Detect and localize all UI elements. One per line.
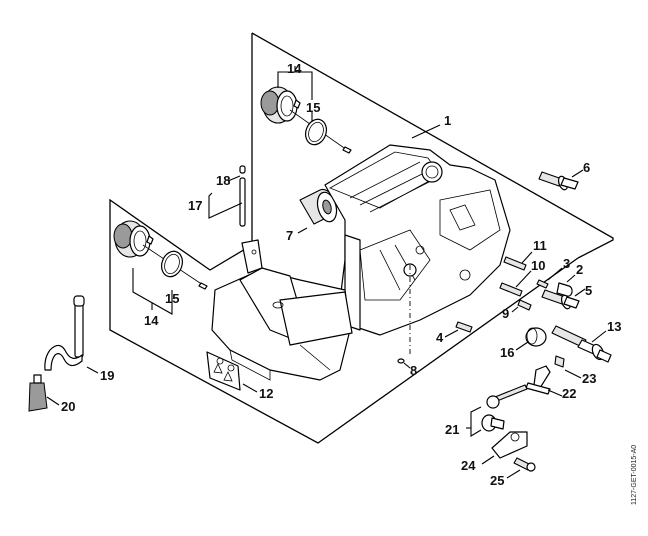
- callout-22[interactable]: 22: [562, 386, 576, 401]
- callout-19[interactable]: 19: [100, 368, 114, 383]
- callout-21[interactable]: 21: [445, 422, 459, 437]
- leader-16: [515, 341, 529, 351]
- leader-3: [547, 267, 563, 281]
- leader-6: [571, 169, 584, 178]
- dowel-pin[interactable]: [239, 165, 246, 227]
- clip-23[interactable]: [554, 355, 565, 368]
- tensioner-slide-22[interactable]: [525, 365, 551, 395]
- callout-10[interactable]: 10: [531, 258, 545, 273]
- callout-24[interactable]: 24: [461, 458, 476, 473]
- stud-11[interactable]: [503, 256, 527, 271]
- callout-1[interactable]: 1: [444, 113, 451, 128]
- callout-18[interactable]: 18: [216, 173, 230, 188]
- bearing-seal-upper[interactable]: [260, 86, 352, 154]
- collar-stud-5[interactable]: [541, 289, 580, 310]
- leader-8: [403, 362, 411, 369]
- leader-23: [564, 369, 582, 379]
- o-ring[interactable]: [397, 358, 405, 364]
- callout-3[interactable]: 3: [563, 256, 570, 271]
- drawing-code: 1127-GET-0015-A0: [631, 445, 638, 505]
- leader-1: [411, 124, 441, 139]
- leader-19: [86, 366, 99, 374]
- warning-label[interactable]: [206, 351, 241, 391]
- callout-5[interactable]: 5: [585, 283, 592, 298]
- callout-23[interactable]: 23: [582, 371, 596, 386]
- leader-24: [481, 455, 495, 465]
- group-outline-upper: [251, 32, 614, 259]
- crankcase[interactable]: [324, 144, 511, 336]
- callout-8[interactable]: 8: [410, 363, 417, 378]
- callout-6[interactable]: 6: [583, 160, 590, 175]
- leader-17: [208, 192, 243, 219]
- bearing-seal-lower[interactable]: [113, 220, 208, 290]
- leader-12: [242, 383, 258, 393]
- leader-11: [521, 251, 533, 264]
- callout-25[interactable]: 25: [490, 473, 504, 488]
- callout-14-lower[interactable]: 14: [144, 313, 159, 328]
- leader-25: [506, 469, 521, 479]
- callout-11[interactable]: 11: [533, 238, 547, 253]
- seal-ring-lower[interactable]: [158, 248, 186, 279]
- callout-16[interactable]: 16: [500, 345, 514, 360]
- seal-ring-upper[interactable]: [302, 116, 330, 147]
- fuel-filter-20[interactable]: [28, 374, 48, 412]
- leader-7: [297, 227, 308, 234]
- callout-7[interactable]: 7: [286, 228, 293, 243]
- pin-3[interactable]: [536, 279, 549, 289]
- callout-12[interactable]: 12: [259, 386, 273, 401]
- callout-2[interactable]: 2: [576, 262, 583, 277]
- callout-4[interactable]: 4: [436, 330, 444, 345]
- chain-tensioner-21[interactable]: [481, 384, 528, 432]
- tank-housing[interactable]: [211, 239, 353, 381]
- plug-16[interactable]: [525, 327, 547, 347]
- callout-15-upper[interactable]: 15: [306, 100, 320, 115]
- callout-14-upper[interactable]: 14: [287, 61, 302, 76]
- collar-stud-13[interactable]: [551, 325, 612, 363]
- callout-13[interactable]: 13: [607, 319, 621, 334]
- leader-9: [511, 306, 519, 313]
- leader-22: [547, 389, 563, 397]
- stud-4[interactable]: [455, 321, 473, 333]
- stud-9[interactable]: [517, 299, 532, 311]
- cap-2[interactable]: [556, 282, 573, 297]
- leader-2: [566, 274, 576, 283]
- collar-stud-6[interactable]: [538, 171, 579, 191]
- leader-20: [46, 396, 60, 406]
- callout-17[interactable]: 17: [188, 198, 202, 213]
- leader-5: [574, 288, 586, 297]
- callout-9[interactable]: 9: [502, 306, 509, 321]
- callout-20[interactable]: 20: [61, 399, 75, 414]
- chain-catcher-24[interactable]: [491, 431, 528, 459]
- leader-10: [515, 270, 532, 288]
- callout-15-lower[interactable]: 15: [165, 291, 179, 306]
- leader-21: [470, 406, 482, 437]
- sleeve[interactable]: [299, 188, 340, 225]
- screw-25[interactable]: [513, 457, 536, 472]
- leader-4: [444, 329, 459, 338]
- leader-13: [591, 330, 607, 343]
- fuel-hose-19[interactable]: [44, 295, 85, 371]
- stud-10[interactable]: [499, 282, 523, 297]
- leader-18: [227, 175, 241, 182]
